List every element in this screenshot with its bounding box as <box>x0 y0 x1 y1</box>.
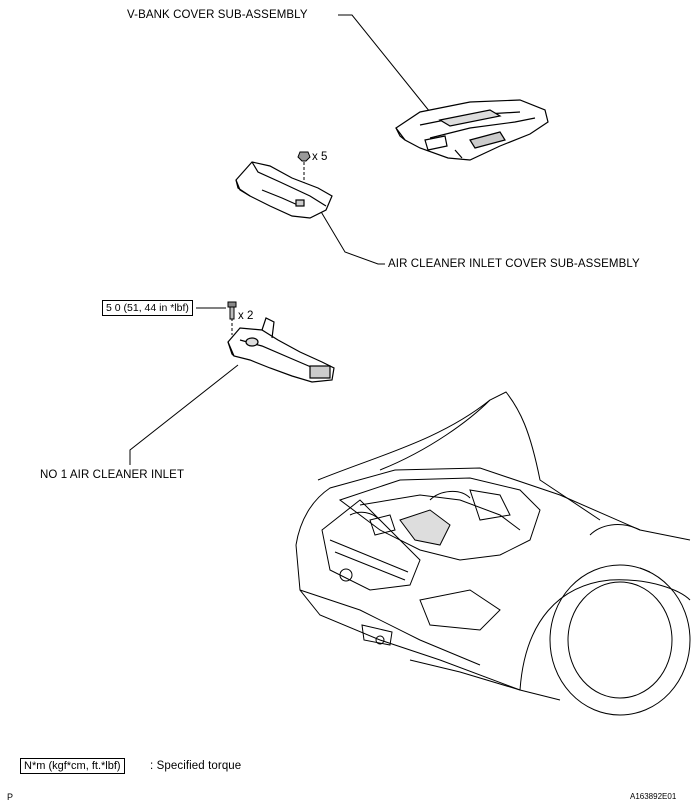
inlet-cover-part <box>235 161 333 219</box>
legend-description: : Specified torque <box>150 760 242 772</box>
air-cleaner-inlet-label: NO 1 AIR CLEANER INLET <box>40 469 185 481</box>
inlet-cover-label: AIR CLEANER INLET COVER SUB-ASSEMBLY <box>388 258 640 270</box>
inlet-cover-leader-line <box>319 209 385 265</box>
vbank-leader-line <box>338 14 431 113</box>
nut-quantity: x 5 <box>312 151 328 163</box>
bolt-fastener <box>227 301 237 320</box>
air-cleaner-inlet-part <box>227 317 335 383</box>
figure-id: A163892E01 <box>630 792 677 801</box>
inlet-leader-line <box>129 364 239 465</box>
torque-box: 5 0 (51, 44 in *lbf) <box>102 300 193 316</box>
legend-units-box: N*m (kgf*cm, ft.*lbf) <box>20 758 125 774</box>
vbank-cover-label: V-BANK COVER SUB-ASSEMBLY <box>127 9 308 21</box>
footer-letter: P <box>7 792 14 802</box>
nut-fastener <box>297 151 311 162</box>
vehicle-illustration <box>295 391 691 716</box>
vbank-cover-part <box>395 99 549 161</box>
bolt-quantity: x 2 <box>238 310 254 322</box>
